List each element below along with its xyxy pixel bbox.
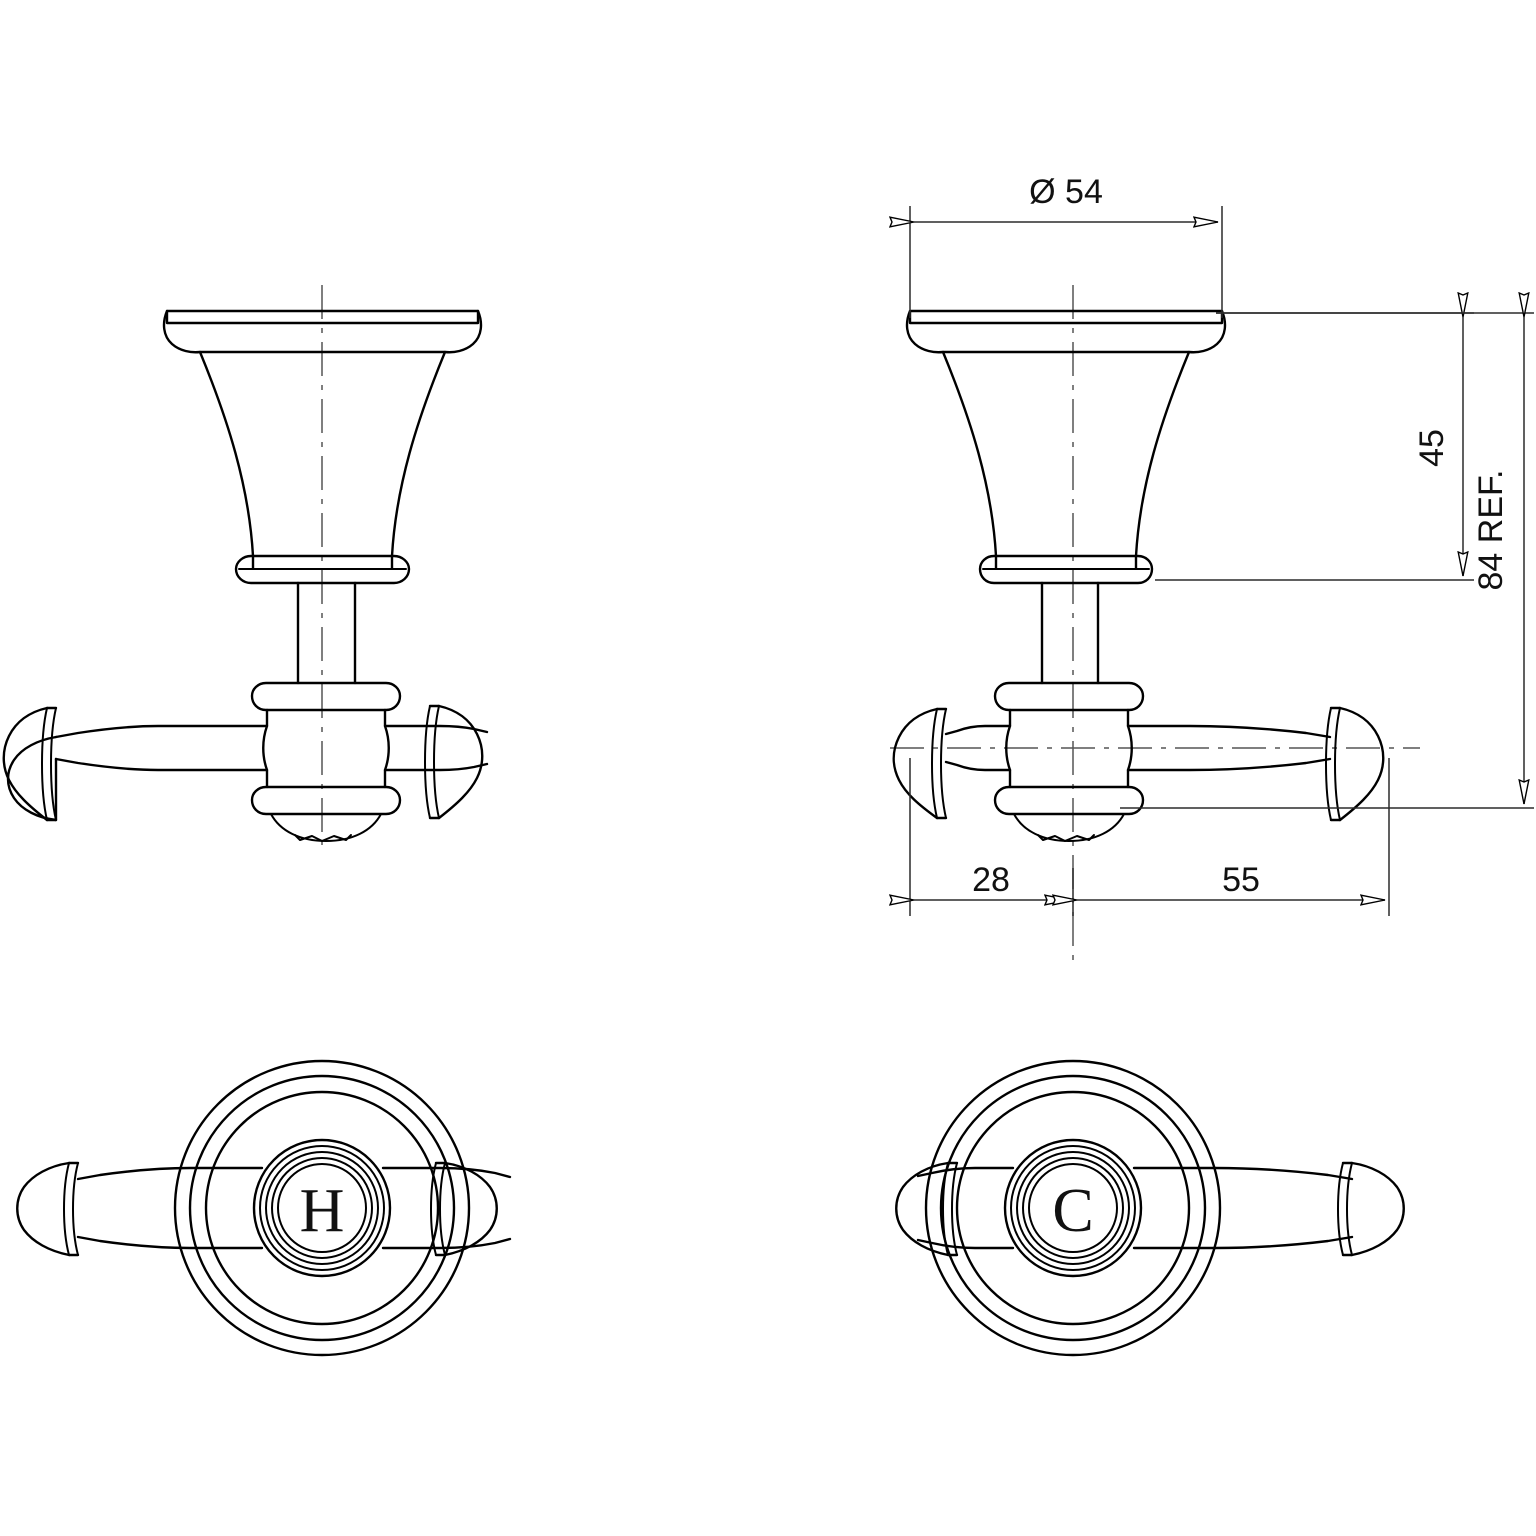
rosette-outer-ring-cold — [924, 1059, 1222, 1357]
hub-top-ring-right — [993, 681, 1145, 712]
lever-plan-cold — [895, 1161, 1405, 1257]
hub-ring4-cold — [1022, 1157, 1124, 1259]
hub-barrel-left — [262, 708, 390, 789]
lever-plan-hot — [16, 1161, 512, 1257]
hub-dome-cap-left — [270, 813, 382, 842]
spindle-stem-left — [296, 581, 357, 685]
hub-ring-outer-hot — [252, 1138, 392, 1278]
hub-ring3-cold — [1016, 1151, 1130, 1265]
view-front-elevation-cold-dimensioned: Ø 54 45 84 REF. 28 55 — [890, 173, 1534, 960]
escutcheon-cone-right — [941, 350, 1191, 570]
rosette-ring3-cold — [955, 1090, 1191, 1326]
hub-ring-outer-cold — [1003, 1138, 1143, 1278]
hub-ring5-hot — [277, 1163, 367, 1253]
dimension-label-offset-28: 28 — [972, 861, 1010, 899]
lever-arm-left-wing-right-view — [892, 707, 1012, 820]
dimension-label-height-45: 45 — [1413, 429, 1451, 467]
spindle-stem-right — [1040, 581, 1100, 685]
dimension-label-diameter-54: Ø 54 — [1029, 173, 1103, 211]
dimension-diameter-54: Ø 54 — [910, 173, 1223, 318]
rosette-outer-ring-hot — [173, 1059, 471, 1357]
hub-dome-cap-right — [1013, 813, 1125, 842]
view-plan-cold: C — [895, 1059, 1405, 1357]
hub-ring4-hot — [271, 1157, 373, 1259]
cold-marking-label: C — [1052, 1177, 1093, 1245]
dimension-label-lever-55: 55 — [1222, 861, 1260, 899]
rosette-ring2-hot — [188, 1074, 456, 1342]
hub-top-ring-left — [250, 681, 402, 712]
hub-ring5-cold — [1028, 1163, 1118, 1253]
hot-marking-label: H — [300, 1177, 345, 1245]
hub-ring2-hot — [259, 1145, 385, 1271]
hub-ring3-hot — [265, 1151, 379, 1265]
collar-ring-right — [978, 554, 1154, 585]
dimension-height-84-ref: 84 REF. — [1216, 313, 1534, 809]
lever-arm-right-wing-right-view — [1126, 706, 1385, 822]
dimension-lever-55: 55 — [1077, 758, 1390, 916]
dimension-offset-28: 28 — [910, 758, 1074, 916]
escutcheon-cone-left — [198, 350, 447, 570]
rosette-ring3-hot — [204, 1090, 440, 1326]
lever-arm-left-wing-left-view — [2, 706, 269, 822]
collar-ring-left — [234, 554, 411, 585]
view-plan-hot: H — [16, 1059, 512, 1357]
hub-ring2-cold — [1010, 1145, 1136, 1271]
hub-bottom-ring-right — [993, 785, 1145, 816]
dimension-height-45: 45 — [1155, 313, 1474, 581]
lever-arm-right-wing-left-view — [383, 704, 489, 820]
escutcheon-rim-left — [162, 309, 483, 354]
dimension-label-height-84-ref: 84 REF. — [1472, 470, 1510, 591]
rosette-ring2-cold — [939, 1074, 1207, 1342]
view-front-elevation-hot — [2, 285, 489, 845]
escutcheon-rim-right — [905, 309, 1227, 354]
hub-bottom-ring-left — [250, 785, 402, 816]
